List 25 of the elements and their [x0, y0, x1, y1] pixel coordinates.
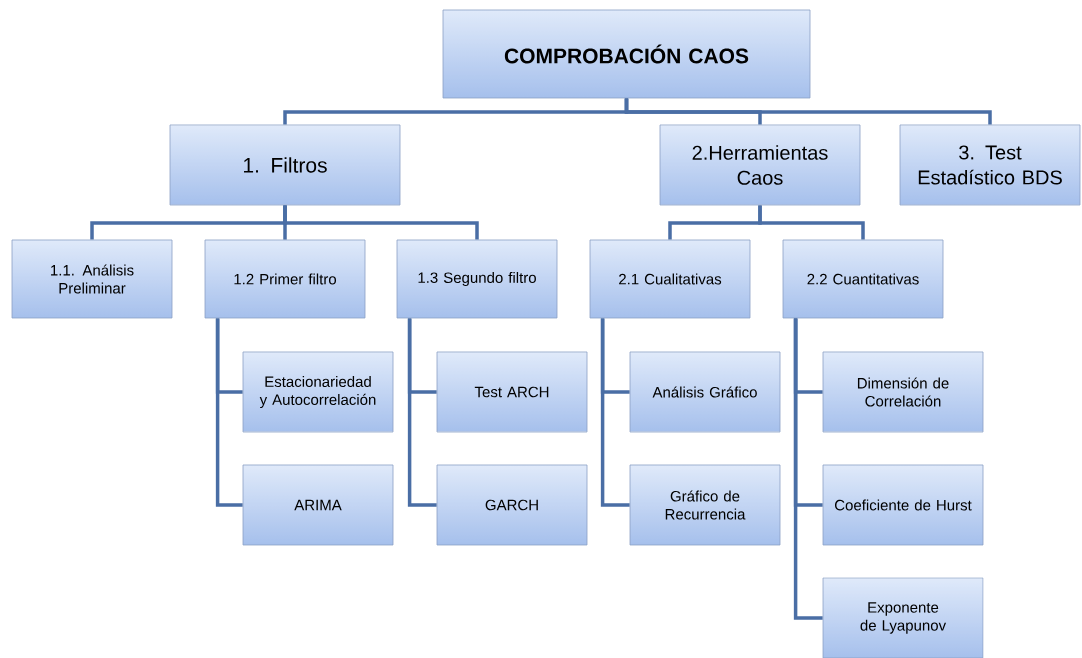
connector-line	[407, 318, 437, 507]
process-box: 2.Herramientas Caos	[659, 124, 861, 206]
connector-line	[215, 318, 243, 507]
process-box: 1. Filtros	[169, 124, 401, 206]
connector-line	[793, 318, 823, 620]
process-box: Coeficiente de Hurst	[822, 464, 984, 546]
process-box: 1.3 Segundo filtro	[396, 239, 558, 319]
process-box: Test ARCH	[436, 351, 588, 433]
process-box: Gráfico de Recurrencia	[629, 464, 781, 546]
process-box: Exponente de Lyapunov	[822, 577, 984, 658]
process-box: 2.2 Cuantitativas	[782, 239, 944, 319]
connector-line	[624, 98, 992, 125]
process-box: GARCH	[436, 464, 588, 546]
process-box: 1.1. Análisis Preliminar	[11, 239, 173, 319]
connector-line	[758, 205, 865, 240]
process-box: Dimensión de Correlación	[822, 351, 984, 433]
process-box: 3. Test Estadístico BDS	[899, 124, 1081, 206]
process-box: Estacionariedad y Autocorrelación	[242, 351, 394, 433]
connector-line	[600, 318, 630, 507]
process-box: 2.1 Cualitativas	[589, 239, 751, 319]
connector-line	[283, 205, 479, 240]
process-box: ARIMA	[242, 464, 394, 546]
process-box: 1.2 Primer filtro	[204, 239, 366, 319]
process-box: COMPROBACIÓN CAOS	[442, 9, 811, 99]
process-box: Análisis Gráfico	[629, 351, 781, 433]
